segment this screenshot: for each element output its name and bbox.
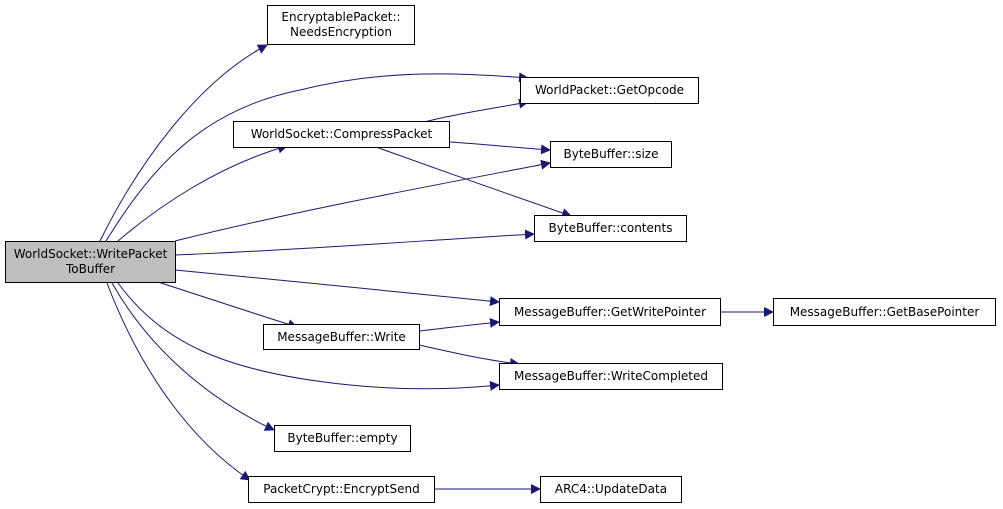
get-write-pointer-label: MessageBuffer::GetWritePointer — [513, 304, 707, 319]
node-root-worldsocket-writepackettobuffer: WorldSocket::WritePacket ToBuffer — [5, 241, 176, 283]
node-worldpacket-getopcode[interactable]: WorldPacket::GetOpcode — [520, 77, 699, 104]
update-data-label: ARC4::UpdateData — [554, 482, 668, 496]
node-messagebuffer-writecompleted[interactable]: MessageBuffer::WriteCompleted — [499, 363, 723, 390]
edge-root-to-write-completed — [117, 282, 500, 391]
node-bytebuffer-size[interactable]: ByteBuffer::size — [550, 141, 672, 168]
root-label-line1: WorldSocket::WritePacket — [13, 247, 168, 261]
write-completed-label: MessageBuffer::WriteCompleted — [513, 369, 709, 383]
get-opcode-label: WorldPacket::GetOpcode — [534, 83, 685, 97]
node-packetcrypt-encryptsend[interactable]: PacketCrypt::EncryptSend — [248, 476, 435, 503]
messagebuffer-write-label: MessageBuffer::Write — [277, 329, 406, 344]
node-encryptablepacket-needsencryption[interactable]: EncryptablePacket:: NeedsEncryption — [267, 5, 415, 45]
edge-compress-to-bytebuffer-size — [449, 141, 551, 155]
compress-packet-label: WorldSocket::CompressPacket — [250, 127, 433, 141]
bytebuffer-contents-label: ByteBuffer::contents — [548, 221, 673, 235]
edge-write-to-get-write-pointer — [418, 317, 500, 332]
node-bytebuffer-empty[interactable]: ByteBuffer::empty — [274, 425, 411, 452]
node-worldsocket-compresspacket[interactable]: WorldSocket::CompressPacket — [233, 121, 450, 148]
edge-root-to-encrypt-send — [106, 282, 251, 481]
edge-compress-to-get-opcode — [419, 98, 529, 124]
bytebuffer-size-label: ByteBuffer::size — [563, 147, 659, 161]
node-bytebuffer-contents[interactable]: ByteBuffer::contents — [534, 215, 687, 242]
edge-root-to-get-write-pointer — [174, 269, 500, 307]
edge-root-to-messagebuffer-write — [157, 281, 298, 330]
edge-root-to-needs-encryption — [99, 44, 268, 242]
node-messagebuffer-write[interactable]: MessageBuffer::Write — [263, 324, 420, 350]
root-label-line2: ToBuffer — [65, 262, 116, 276]
edge-root-to-bytebuffer-contents — [174, 229, 535, 256]
edge-root-to-get-opcode — [105, 72, 529, 242]
node-arc4-updatedata[interactable]: ARC4::UpdateData — [540, 476, 682, 503]
edge-root-to-bytebuffer-empty — [111, 282, 275, 431]
node-messagebuffer-getbasepointer[interactable]: MessageBuffer::GetBasePointer — [773, 298, 996, 326]
edge-root-to-bytebuffer-size — [174, 159, 551, 242]
edge-write-to-write-completed — [418, 344, 520, 368]
edge-root-to-compress-packet — [117, 143, 288, 242]
get-base-pointer-label: MessageBuffer::GetBasePointer — [789, 304, 980, 319]
needs-encryption-line2: NeedsEncryption — [289, 25, 393, 39]
edge-compress-to-bytebuffer-contents — [375, 146, 572, 218]
node-messagebuffer-getwritepointer[interactable]: MessageBuffer::GetWritePointer — [499, 298, 721, 326]
encrypt-send-label: PacketCrypt::EncryptSend — [263, 482, 420, 496]
needs-encryption-line1: EncryptablePacket:: — [281, 10, 401, 24]
bytebuffer-empty-label: ByteBuffer::empty — [287, 431, 398, 445]
